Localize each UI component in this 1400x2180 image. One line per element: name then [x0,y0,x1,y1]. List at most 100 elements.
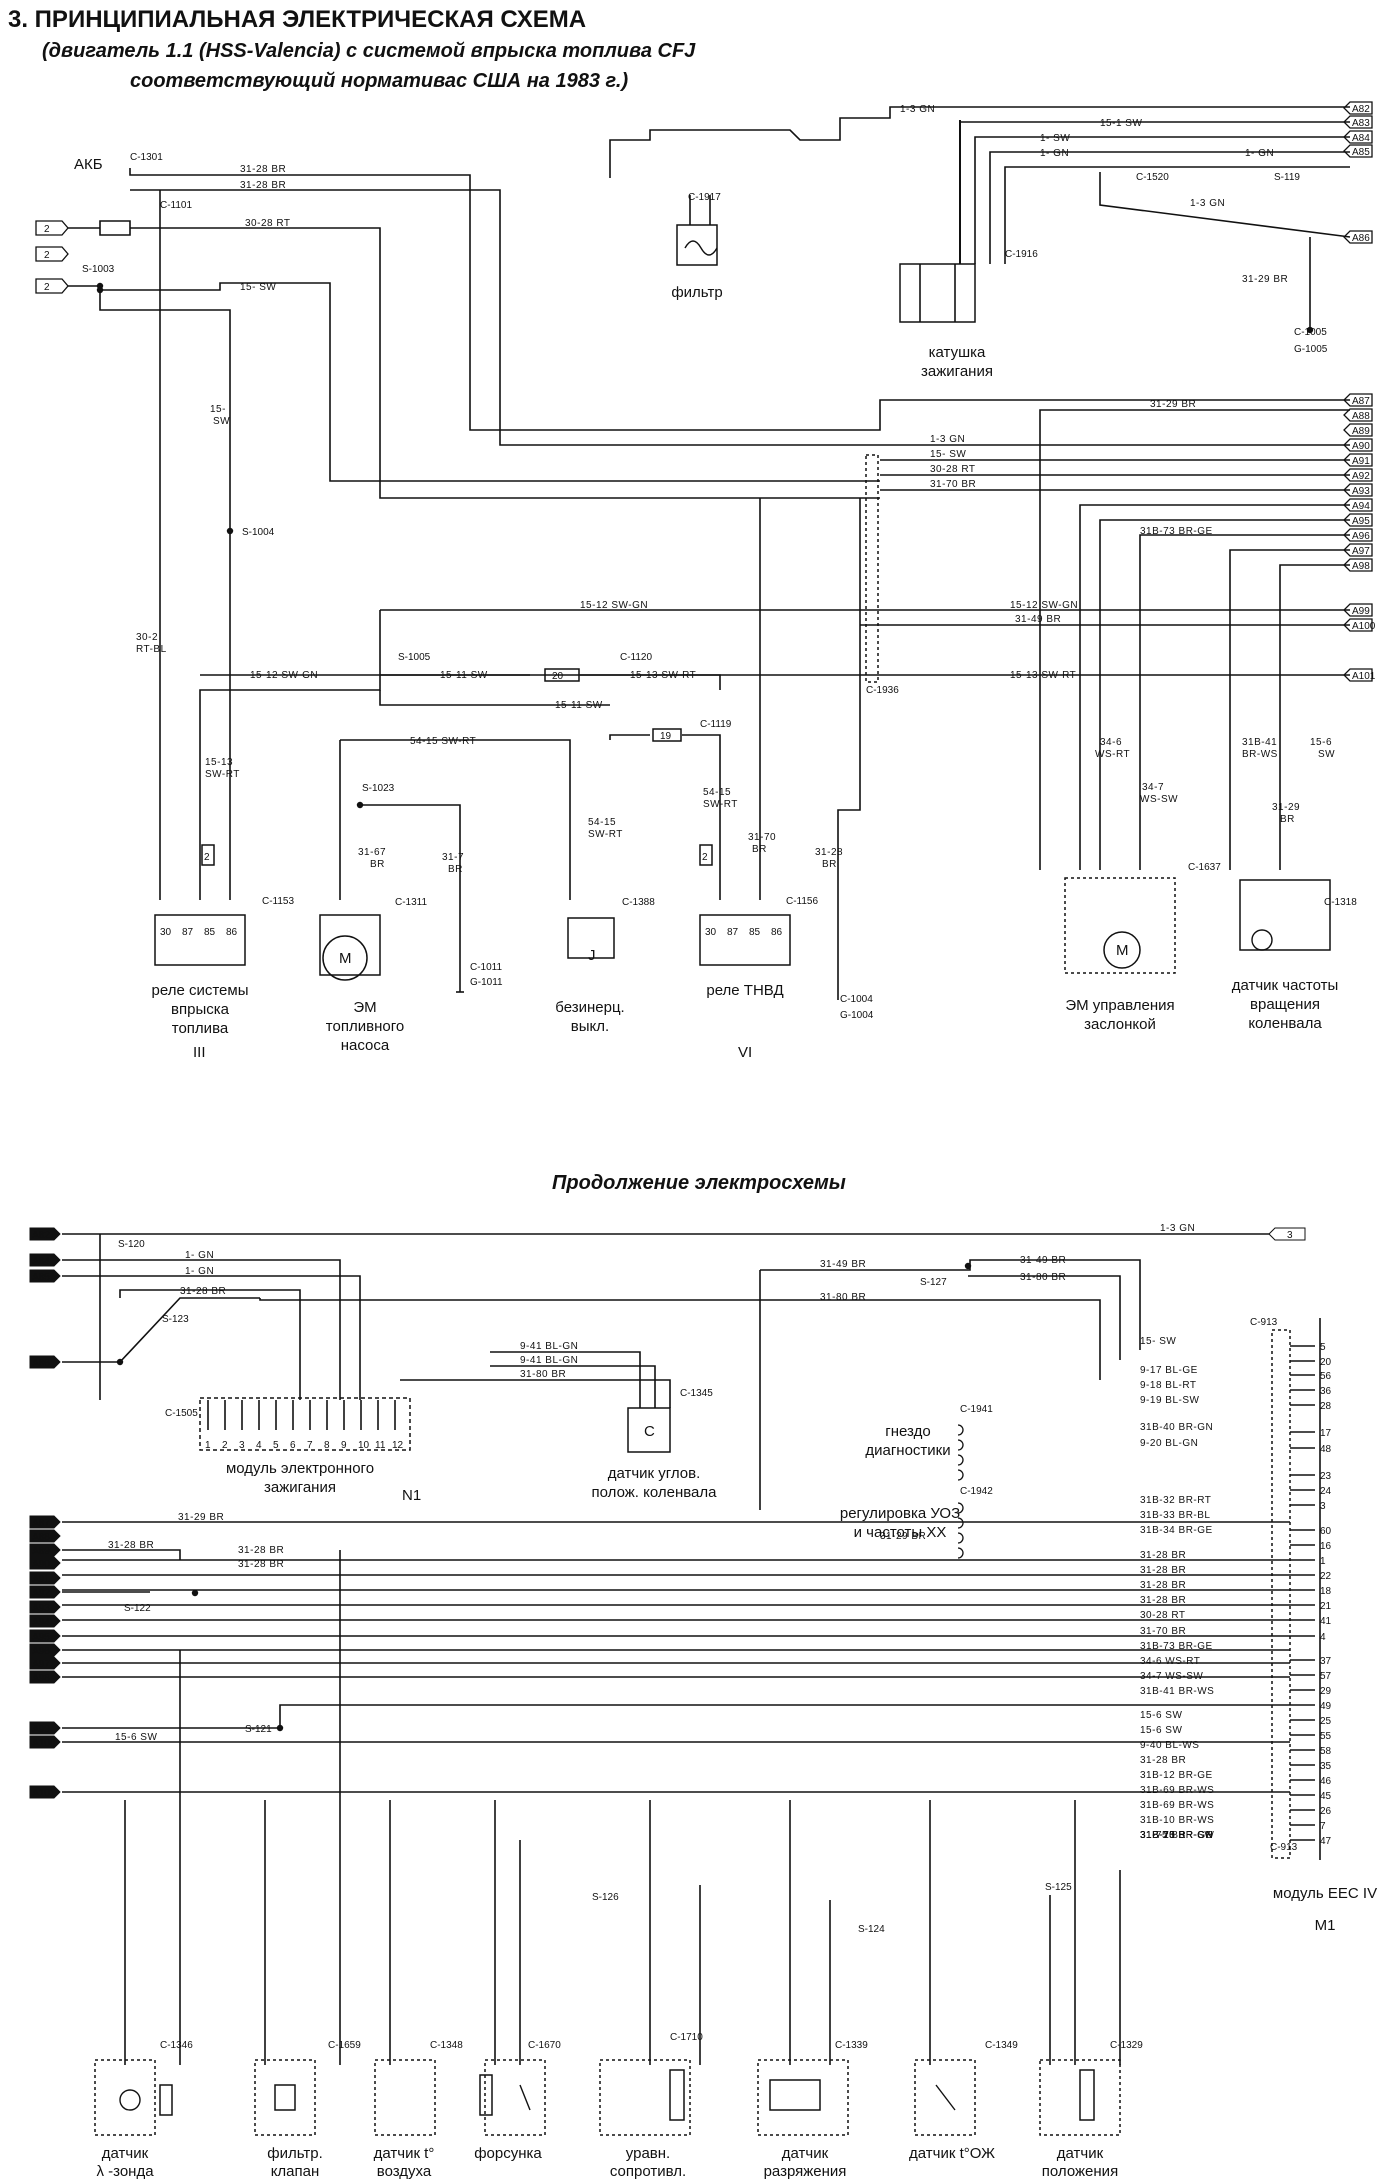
wire [1079,504,1350,870]
terminal-tag-label: A98 [1352,561,1370,572]
text: 1-3 GN [1190,198,1225,209]
sensor-label: клапан [271,2163,320,2180]
relay-mark [699,844,713,866]
terminal-tag [29,1629,61,1643]
eec-wire-label: 31B-13 BR-GN [1140,1830,1213,1841]
page-title: 3. ПРИНЦИПИАЛЬНАЯ ЭЛЕКТРИЧЕСКАЯ СХЕМА [8,6,587,33]
fuse-19 [652,728,682,742]
injector-symbol [479,2074,493,2116]
terminal-tag-label: A91 [1352,456,1370,467]
socket-pin [957,1502,964,1514]
text: 15-12 SW-GN [1010,600,1078,611]
text: BR [448,864,463,875]
text: 3 [1287,1230,1293,1241]
sensor-label: воздуха [377,2163,432,2180]
sensor-box [254,2059,316,2136]
terminal-tag-label: A84 [1352,133,1370,144]
fuel-pump-label: топливного [326,1018,404,1035]
text: 54-15 [703,787,731,798]
terminal-tag [1343,438,1373,452]
connector-id: G-1005 [1294,344,1328,355]
eec-pin: 57 [1320,1671,1332,1682]
text: 31-29 BR [178,1512,224,1523]
relay-pin: 86 [771,927,783,938]
text: 31B-73 BR-GE [1140,526,1213,537]
connector-id: C-1637 [1188,862,1221,873]
uoz-label: и частоты XX [854,1524,947,1541]
text: 15- [210,404,226,415]
text: SW [1318,749,1335,760]
text: RT-BL [136,644,167,655]
connector-id: C-1311 [395,897,427,908]
terminal-tag [1343,115,1373,129]
splice-dot [1306,326,1314,334]
terminal-tag [29,1227,61,1241]
terminal-tag-label: A94 [1352,501,1370,512]
eec-module-code: M1 [1315,1917,1336,1934]
text: 31-49 BR [1020,1255,1066,1266]
terminal-tag [1343,543,1373,557]
relay-injection-label: впрыска [171,1001,230,1018]
text: BR [822,859,837,870]
module-pin: 5 [273,1440,279,1451]
terminal-tag [29,1515,61,1529]
eec-wire-label: 31B-12 BR-GE [1140,1770,1213,1781]
text: 31-28 BR [238,1559,284,1570]
connector-id: C-1659 [328,2040,361,2051]
splice-dot [964,1262,972,1270]
wire [68,220,131,236]
terminal-tag-label: A86 [32,1358,50,1369]
wire [259,1298,1101,1380]
wire [62,1297,260,1363]
input-tag-label: 2 [44,282,50,293]
text: S-1004 [242,527,275,538]
terminal-tag [29,1355,61,1369]
eec-pin: 36 [1320,1386,1332,1397]
eec-pin: 17 [1320,1428,1332,1439]
eec-pin: 18 [1320,1586,1332,1597]
text: 2 [702,852,708,863]
eec-wire-label: 31-28 BR [1140,1595,1186,1606]
text: 15-13 [205,757,233,768]
connector-id: C-1505 [165,1408,198,1419]
wire [1139,534,1350,870]
connector-id: C-1101 [160,200,192,211]
connector-id: C-1345 [680,1388,713,1399]
module-pin: 2 [222,1440,228,1451]
terminal-tag-label: A100 [32,1738,56,1749]
input-tag [35,278,69,294]
terminal-tag [29,1571,61,1585]
relay-tnvd-label: реле ТНВД [706,982,783,999]
eec-wire-label: 31B-20 BR-SW [1140,1830,1214,1841]
eec-pin: 3 [1320,1501,1326,1512]
text: 1- GN [185,1250,214,1261]
text: 31-80 BR [820,1292,866,1303]
text: 1- SW [1040,133,1070,144]
eec-wire-label: 31-28 BR [1140,1565,1186,1576]
text: 15-11 SW [440,670,488,681]
connector-id: S-1003 [82,264,115,275]
wire [1279,564,1350,870]
motor-symbol: M [339,950,352,967]
text: 2 [204,852,210,863]
splice-id: S-120 [118,1239,145,1250]
module-pin: 7 [307,1440,313,1451]
throttle-motor [1103,931,1141,969]
connector-id: C-1346 [160,2040,193,2051]
text: 15- SW [930,449,966,460]
ignition-module-code: N1 [402,1487,421,1504]
sensor-box [757,2059,849,2136]
crank-angle-label: полож. коленвала [592,1484,718,1501]
terminal-tag-label: A84 [32,1256,50,1267]
filter-box [676,224,718,266]
inertia-switch [567,917,615,959]
text: 15-13 SW-RT [1010,670,1076,681]
eec-pin: 41 [1320,1616,1332,1627]
sensor-label: датчик [102,2145,149,2162]
terminal-tag [29,1529,61,1543]
socket-pin [957,1517,964,1529]
eec-pin: 56 [1320,1371,1332,1382]
sensor-label: датчик [1057,2145,1104,2162]
eec-wire-label: 30-28 RT [1140,1610,1186,1621]
eec-wire-label: 34-6 WS-RT [1140,1656,1200,1667]
